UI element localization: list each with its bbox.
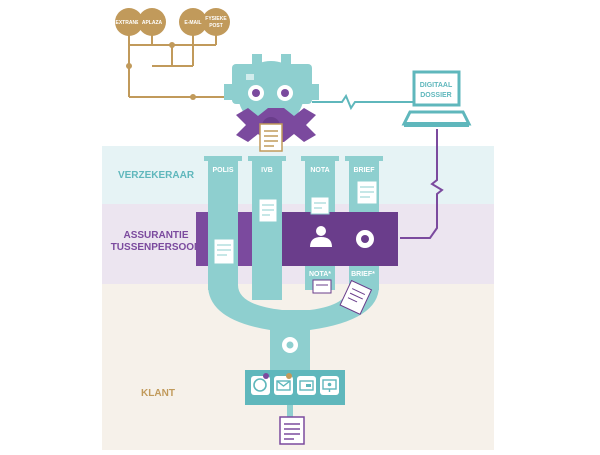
laptop-label-digitaal: DIGITAAL bbox=[420, 82, 453, 89]
zone-label-assurantie: ASSURANTIE bbox=[123, 230, 188, 241]
whatsapp-icon bbox=[253, 378, 267, 392]
pipe-label-ivb: IVB bbox=[261, 167, 273, 174]
zone-label-klant: KLANT bbox=[141, 388, 175, 399]
zone-label-tussenpersoon: TUSSENPERSOON bbox=[111, 242, 202, 253]
monitor-icon bbox=[322, 379, 337, 392]
band-label-brief: BRIEF* bbox=[351, 271, 375, 278]
source-aplaza-label: APLAZA bbox=[142, 20, 163, 26]
source-network bbox=[126, 32, 232, 100]
document-icon-polis bbox=[213, 238, 235, 265]
document-icon bbox=[259, 123, 283, 152]
pipe-label-polis: POLIS bbox=[212, 167, 233, 174]
band-label-nota: NOTA* bbox=[309, 271, 331, 278]
pipe-label-nota: NOTA bbox=[310, 167, 329, 174]
gear-icon-band bbox=[356, 230, 374, 248]
robot-icon bbox=[224, 54, 319, 127]
source-post-label: POST bbox=[209, 23, 223, 29]
source-email: E-MAIL bbox=[179, 8, 207, 36]
document-icon-nota bbox=[310, 196, 330, 215]
source-extranet-label: EXTRANET bbox=[116, 20, 143, 26]
zone-label-verzekeraar: VERZEKERAAR bbox=[118, 170, 195, 181]
robot-laptop-connection bbox=[312, 93, 414, 111]
document-icon-brief-out bbox=[339, 279, 373, 316]
source-aplaza: APLAZA bbox=[138, 8, 166, 36]
source-extranet: EXTRANET bbox=[115, 8, 143, 36]
pipe-label-brief: BRIEF bbox=[354, 167, 376, 174]
source-fysieke-post: FYSIEKE POST bbox=[202, 8, 230, 36]
document-icon-nota-out bbox=[312, 279, 332, 294]
laptop-label-dossier: DOSSIER bbox=[420, 92, 452, 99]
document-icon-brief bbox=[356, 180, 378, 205]
laptop-icon: DIGITAAL DOSSIER bbox=[401, 70, 472, 127]
person-icon bbox=[310, 226, 332, 247]
mail-icon bbox=[276, 380, 291, 391]
zone-verzekeraar-band bbox=[102, 146, 494, 204]
gear-icon-stem bbox=[282, 337, 298, 353]
document-icon-ivb bbox=[258, 198, 278, 223]
card-icon bbox=[299, 380, 314, 391]
source-email-label: E-MAIL bbox=[184, 20, 201, 26]
source-fysieke-label: FYSIEKE bbox=[205, 16, 227, 22]
channel-bar bbox=[245, 370, 345, 405]
output-stem bbox=[287, 405, 293, 417]
document-icon-output bbox=[279, 416, 305, 445]
laptop-band-connection bbox=[400, 129, 444, 239]
